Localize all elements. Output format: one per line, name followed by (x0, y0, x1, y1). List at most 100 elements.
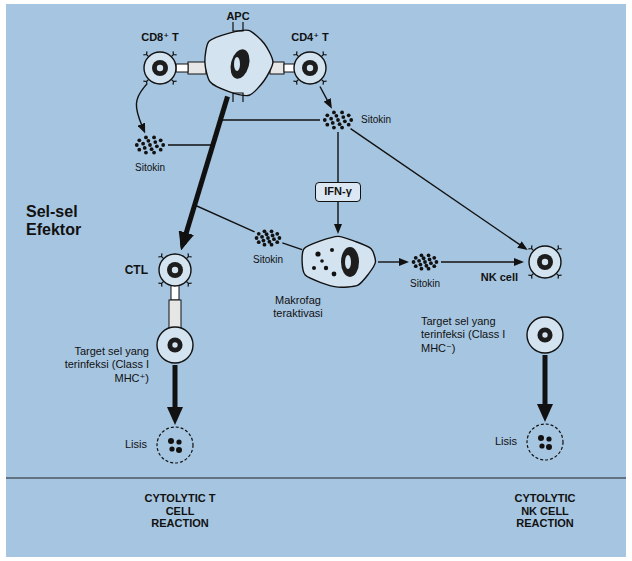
cytokine-cluster: Sitokin (252, 227, 284, 249)
section-heading: Sel-sel Efektor (26, 203, 118, 240)
lysed-cell-shape (155, 425, 195, 465)
receptor-fork (173, 51, 177, 55)
t-cell: CD4⁺ T (289, 47, 331, 89)
connector-arrow (182, 120, 320, 247)
cell-membrane (529, 246, 561, 278)
cytokine-dot (275, 232, 279, 236)
apc-nucleus (227, 47, 252, 81)
connector-arrow (337, 202, 338, 231)
cytokine-dot (137, 148, 141, 152)
cytokine-dot (340, 126, 344, 130)
cytokine-dot (266, 236, 270, 240)
cytokine-dot (428, 257, 432, 261)
nucleus-spot (172, 267, 178, 273)
lysed-membrane (527, 424, 563, 460)
cytokine-dot (152, 151, 156, 155)
cell-nucleus (537, 327, 552, 342)
connector-arrow (168, 145, 213, 247)
connector-arrow (543, 355, 548, 413)
nucleus-fragment (546, 436, 551, 441)
target-cell-shape (155, 325, 195, 365)
apc-cell: APC (201, 26, 275, 98)
cytokine-dot (343, 119, 347, 123)
cytokine-cluster: Sitokin (409, 251, 441, 273)
cytokine-dot (155, 144, 159, 148)
receptor-fork (528, 275, 532, 279)
mhc-molecule (188, 62, 206, 74)
macrophage-nucleus (341, 247, 359, 277)
nucleus-fragment (546, 444, 552, 450)
cytokine-cluster: Sitokin (320, 108, 356, 132)
nucleus-fragment (176, 439, 181, 444)
lysed-membrane (157, 427, 193, 463)
cytokine-dot (270, 229, 274, 233)
cytokine-dot (159, 138, 163, 142)
connector-arrow (351, 129, 526, 249)
nucleus-notch (234, 57, 240, 71)
cytokine-dot (263, 243, 267, 247)
cytokine-dot (329, 117, 333, 121)
cytokine-dot (420, 253, 424, 257)
receptor-fork (158, 253, 162, 257)
cell-nucleus (537, 254, 553, 270)
cytokine-dot (153, 140, 157, 144)
cytokine-dot (347, 113, 351, 117)
cell-label: Sitokin (361, 114, 391, 126)
nucleus-spot (307, 65, 313, 71)
connector-arrow (320, 86, 331, 106)
nucleus-spot (542, 259, 548, 265)
target-cell: Target sel yang terinfeksi (Class I MHC⁺… (155, 325, 195, 365)
cytokine-dot (347, 123, 351, 127)
cell-membrane (159, 254, 191, 286)
cytokine-dot (257, 240, 261, 244)
receptor-fork (158, 283, 162, 287)
receptor-fork (143, 81, 147, 85)
node-label: IFN-γ (324, 185, 352, 198)
cytokine-dot (414, 264, 418, 268)
cytokine-dot (270, 243, 274, 247)
cell-label: Target sel yang terinfeksi (Class I MHC⁻… (421, 315, 517, 355)
cytokine-dot (271, 233, 275, 237)
connector-arrow (173, 365, 178, 416)
cytokine-dot (135, 143, 139, 147)
receptor-fork (558, 245, 562, 249)
cytokine-dot (335, 114, 339, 118)
cytokine-dot (331, 121, 335, 125)
receptor-fork (293, 51, 297, 55)
cytokine-dot (432, 256, 436, 260)
nucleus-fragment (176, 447, 182, 453)
receptor-fork (188, 283, 192, 287)
cytokine-dot (137, 138, 141, 142)
apc-cell-shape (201, 26, 275, 98)
cell-nucleus (302, 60, 318, 76)
mhc-molecule (169, 300, 181, 329)
cytokine-cluster-shape (132, 133, 168, 157)
nucleus-fragment (169, 446, 174, 451)
cell-label: Sitokin (135, 162, 165, 174)
cell-label: NK cell (481, 271, 518, 284)
cell-membrane (294, 52, 326, 84)
cell-membrane (144, 52, 176, 84)
nucleus-fragment (538, 435, 544, 441)
cytokine-dot (338, 122, 342, 126)
tcr-receptor (176, 64, 188, 72)
cytokine-dot (349, 118, 353, 122)
connector-arrow (378, 261, 406, 262)
cell-label: Lisis (125, 438, 147, 451)
t-cell-shape (289, 47, 331, 89)
cytokine-dot (412, 260, 416, 264)
cytokine-cluster-shape (409, 251, 441, 273)
cytokine-dot (420, 267, 424, 271)
granule-dot (332, 272, 337, 277)
cell-label: CTL (125, 263, 148, 277)
mhc-cup (233, 22, 243, 31)
lysed-cell: Lisis (525, 422, 565, 462)
cytokine-dot (278, 236, 282, 240)
apc-membrane (205, 30, 273, 95)
receptor-fork (188, 253, 192, 257)
background-panel (6, 4, 626, 557)
cytokine-dot (417, 259, 421, 263)
cytokine-dot (257, 232, 261, 236)
cytokine-dot (429, 261, 433, 265)
